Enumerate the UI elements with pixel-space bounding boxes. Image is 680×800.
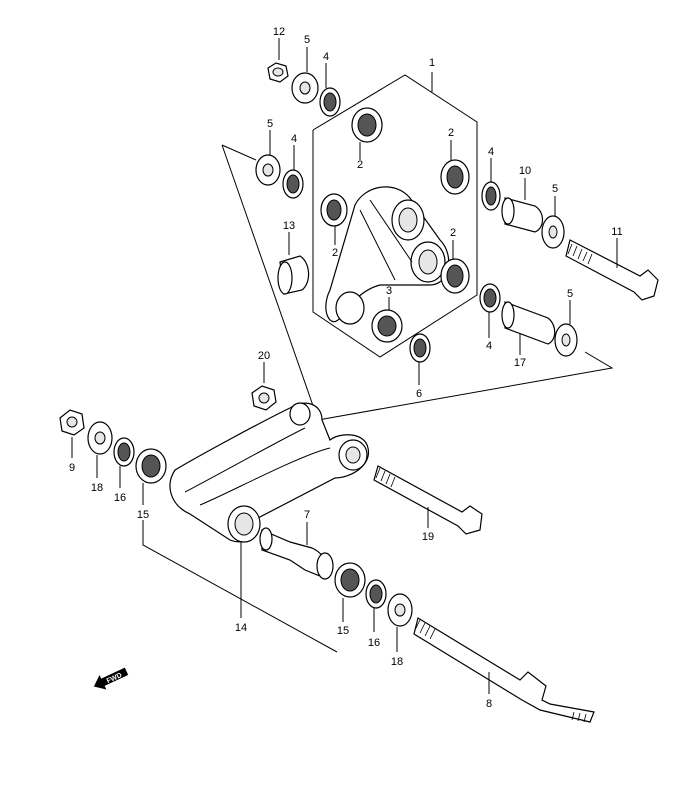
callout-5: 5	[567, 288, 573, 300]
callout-3: 3	[386, 285, 392, 297]
callout-5: 5	[304, 34, 310, 46]
callout-labels: 1 2 2 2 2 3 4 4 4 4 5 5 5 5 6 7 8 9 10 1…	[69, 26, 623, 710]
bearing-15-right	[334, 562, 366, 622]
seal-4-right-lower	[479, 283, 501, 338]
bolt-8	[413, 617, 595, 723]
callout-7: 7	[304, 509, 310, 521]
nut-20	[251, 362, 277, 411]
callout-17: 17	[514, 357, 526, 369]
bolt-19	[373, 465, 483, 535]
nut-9	[59, 409, 85, 458]
washer-18-left	[87, 421, 113, 478]
bearing-2-a	[351, 107, 383, 160]
cushion-lever-body	[325, 186, 450, 325]
callout-10: 10	[519, 165, 531, 177]
callout-5: 5	[552, 183, 558, 195]
seal-16-right	[365, 579, 387, 632]
bearing-2-b	[440, 140, 470, 195]
bearing-2-d	[440, 240, 470, 294]
bearing-3	[371, 297, 403, 343]
callout-13: 13	[283, 220, 295, 232]
lower-bracket-frame	[142, 520, 338, 653]
callout-15: 15	[137, 509, 149, 521]
callout-2: 2	[450, 227, 456, 239]
callout-2: 2	[332, 247, 338, 259]
callout-18: 18	[391, 656, 403, 668]
callout-11: 11	[611, 226, 622, 238]
spacer-17	[501, 301, 556, 355]
callout-2: 2	[448, 127, 454, 139]
callout-4: 4	[488, 146, 494, 158]
callout-12: 12	[273, 26, 285, 38]
washer-18-right	[387, 593, 413, 652]
fwd-arrow-icon: FWD	[93, 667, 129, 690]
callout-4: 4	[486, 340, 492, 352]
callout-6: 6	[416, 388, 422, 400]
callout-8: 8	[486, 698, 492, 710]
collar-7	[259, 522, 334, 580]
callout-19: 19	[422, 531, 434, 543]
callout-9: 9	[69, 462, 75, 474]
washer-5-right-upper	[541, 196, 565, 249]
fwd-label: FWD	[106, 672, 123, 685]
washer-5-left	[255, 130, 281, 186]
washer-5-top	[291, 47, 319, 104]
spacer-13	[277, 232, 310, 295]
seal-4-top	[319, 63, 341, 117]
bearing-15-left	[135, 448, 167, 505]
callout-2: 2	[357, 159, 363, 171]
callout-4: 4	[291, 133, 297, 145]
callout-18: 18	[91, 482, 103, 494]
seal-16-left	[113, 437, 135, 488]
bolt-11	[565, 238, 659, 301]
bearing-2-c	[320, 193, 348, 245]
callout-4: 4	[323, 51, 329, 63]
nut-12	[267, 38, 289, 83]
seal-4-left	[282, 145, 304, 199]
cushion-rod-14	[169, 402, 369, 618]
seal-6	[409, 333, 431, 385]
spacer-10	[501, 178, 544, 233]
washer-5-right-lower	[554, 300, 578, 357]
callout-16: 16	[114, 492, 126, 504]
callout-5: 5	[267, 118, 273, 130]
callout-20: 20	[258, 350, 270, 362]
seal-4-right-upper	[481, 158, 501, 211]
callout-16: 16	[368, 637, 380, 649]
cushion-lever-assembly-frame	[221, 72, 614, 421]
callout-1: 1	[429, 57, 435, 69]
callout-14: 14	[235, 622, 247, 634]
callout-15: 15	[337, 625, 349, 637]
